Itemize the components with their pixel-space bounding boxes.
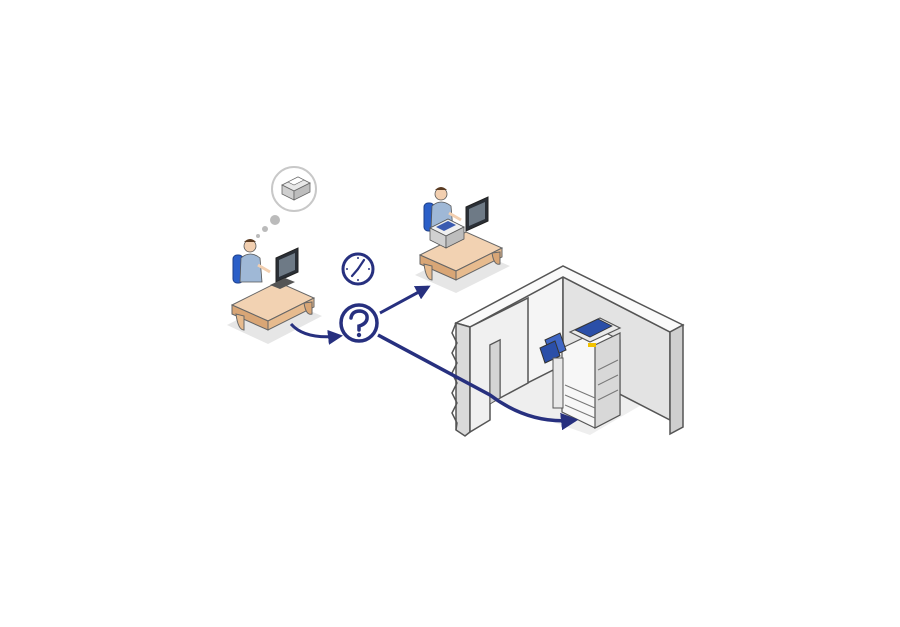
clock-icon — [341, 252, 375, 286]
edge-decision-to-copier — [377, 333, 579, 431]
desk-user-b — [415, 187, 510, 293]
flow-connectors — [289, 285, 579, 431]
edge-decision-to-user-b — [379, 285, 431, 315]
question-mark-icon — [349, 309, 369, 338]
desktop-printer-icon — [429, 218, 465, 249]
multifunction-printer — [539, 317, 622, 429]
decision-node — [339, 303, 379, 343]
desk-user-a — [227, 239, 322, 344]
edge-user-a-to-decision — [289, 322, 343, 345]
thought-bubble-printer — [256, 166, 317, 238]
printer-icon — [281, 176, 311, 201]
